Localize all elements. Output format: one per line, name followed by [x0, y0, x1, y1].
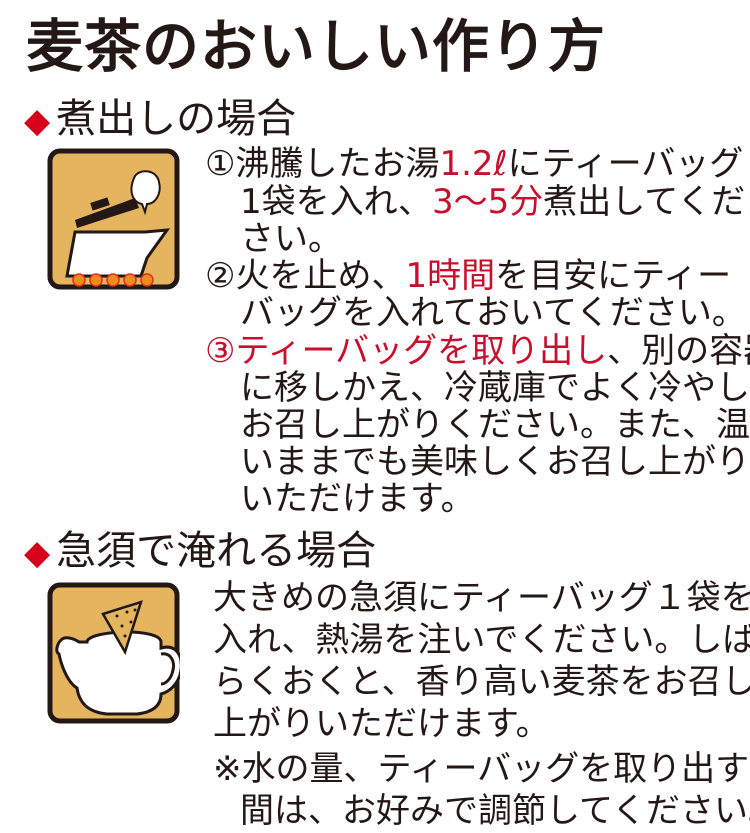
step-line: いただけます。 [240, 481, 475, 518]
text-segment: ティーバッグを取り出し [235, 331, 608, 371]
text-segment: お召し上がりください。また、温か [240, 405, 750, 445]
text-segment: 3〜5分 [431, 182, 544, 222]
step-line: に移しかえ、冷蔵庫でよく冷やして [240, 370, 750, 407]
text-segment: さい。 [240, 219, 342, 259]
step-line: お召し上がりください。また、温か [240, 407, 750, 444]
diamond-icon: ◆ [24, 101, 51, 141]
step-line: 大きめの急須にティーバッグ１袋を [213, 578, 750, 618]
step-line: 上がりいただけます。 [213, 704, 550, 744]
step-line: ②火を止め、1時間を目安にティー [205, 258, 731, 295]
step-line: らくおくと、香り高い麦茶をお召し [213, 662, 750, 702]
text-segment: ③ [205, 331, 236, 371]
kettle-on-stove-icon [47, 148, 180, 290]
heading-text: 煮出しの場合 [56, 96, 297, 142]
teapot-with-teabag-icon [47, 582, 180, 724]
text-segment: を目安にティー [495, 256, 732, 296]
text-segment: いただけます。 [240, 479, 475, 519]
section-heading-teapot: ◆急須で淹れる場合 [24, 528, 376, 576]
step-line: さい。 [240, 221, 342, 258]
text-segment: 1袋を入れ、 [240, 182, 432, 222]
text-segment: 、別の容器 [607, 331, 750, 371]
text-segment: にティーバッグ [507, 144, 744, 184]
section-heading-boil: ◆煮出しの場合 [24, 96, 296, 144]
text-segment: いままでも美味しくお召し上がり [240, 442, 750, 482]
heading-text: 急須で淹れる場合 [56, 528, 377, 574]
text-segment: 煮出してくだ [543, 182, 746, 222]
text-segment: バッグを入れておいてください。 [240, 293, 746, 333]
step-line: 1袋を入れ、3〜5分煮出してくだ [240, 184, 745, 221]
note-line: ※水の量、ティーバッグを取り出す時 [213, 749, 750, 789]
text-segment: 1.2ℓ [439, 144, 508, 184]
note-line: 間は、お好みで調節してください。 [240, 791, 750, 831]
step-line: ③ティーバッグを取り出し、別の容器 [205, 333, 750, 370]
diamond-icon: ◆ [24, 533, 51, 573]
text-segment: に移しかえ、冷蔵庫でよく冷やして [240, 368, 750, 408]
step-line: バッグを入れておいてください。 [240, 295, 746, 332]
step-line: いままでも美味しくお召し上がり [240, 444, 750, 481]
text-segment: ①沸騰したお湯 [205, 144, 440, 184]
text-segment: 1時間 [405, 256, 496, 296]
page-title: 麦茶のおいしい作り方 [26, 14, 606, 80]
text-segment: ②火を止め、 [205, 256, 406, 296]
step-line: ①沸騰したお湯1.2ℓにティーバッグ [205, 146, 743, 183]
step-line: 入れ、熱湯を注いでください。しば [213, 620, 750, 660]
